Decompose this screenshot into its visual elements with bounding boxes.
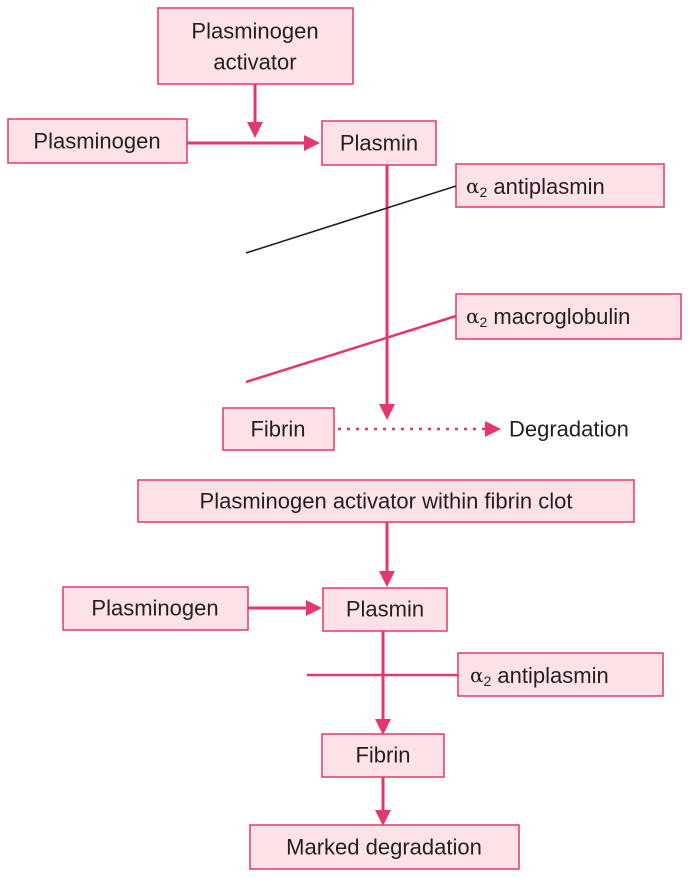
bottom-plasminogen-node: Plasminogen [62, 586, 249, 631]
top-antiplasmin-text: antiplasmin [487, 174, 604, 199]
top-degradation-label: Degradation [509, 417, 629, 442]
top-activator-label-line2: activator [213, 50, 296, 75]
top-activator-arrow [247, 84, 263, 138]
bottom-antiplasmin-greek: α [470, 663, 484, 687]
top-plasmin-node: Plasmin [321, 120, 437, 166]
bottom-marked-degradation-node: Marked degradation [249, 824, 520, 870]
bottom-fibrin-node: Fibrin [321, 733, 445, 778]
top-plasminogen-activator-node: Plasminogen activator [157, 7, 354, 85]
top-macroglobulin-inhibition-line [245, 314, 457, 384]
top-plasminogen-node: Plasminogen [7, 118, 188, 164]
top-plasmin-to-fibrin-arrow [379, 165, 395, 420]
top-macroglobulin-text: macroglobulin [487, 304, 630, 329]
top-antiplasmin-label: α2 antiplasmin [466, 174, 605, 201]
bottom-antiplasmin-subscript: 2 [484, 673, 492, 689]
top-plasminogen-label: Plasminogen [33, 129, 160, 154]
bottom-marked-degradation-label: Marked degradation [286, 835, 482, 860]
bottom-plasminogen-to-plasmin-arrow [248, 600, 322, 616]
top-plasminogen-to-plasmin-arrow [187, 135, 320, 151]
top-macroglobulin-label: α2 macroglobulin [466, 304, 630, 331]
bottom-antiplasmin-node: α2 antiplasmin [457, 652, 664, 697]
top-antiplasmin-subscript: 2 [480, 184, 488, 200]
bottom-activator-label: Plasminogen activator within fibrin clot [200, 489, 573, 514]
top-macroglobulin-greek: α [466, 304, 480, 328]
top-fibrin-to-degradation-arrow [338, 421, 501, 437]
top-antiplasmin-greek: α [466, 174, 480, 198]
bottom-plasmin-to-fibrin-arrow [375, 631, 391, 735]
bottom-plasmin-node: Plasmin [322, 587, 448, 632]
top-antiplasmin-node: α2 antiplasmin [455, 163, 665, 208]
bottom-antiplasmin-text: antiplasmin [491, 663, 608, 688]
bottom-fibrin-to-degradation-arrow [375, 777, 391, 826]
bottom-plasminogen-activator-node: Plasminogen activator within fibrin clot [137, 479, 635, 523]
top-antiplasmin-inhibition-line [245, 185, 457, 254]
top-macroglobulin-subscript: 2 [480, 314, 488, 330]
bottom-plasmin-label: Plasmin [346, 597, 424, 622]
top-activator-label-line1: Plasminogen [191, 19, 318, 44]
top-macroglobulin-node: α2 macroglobulin [455, 293, 682, 340]
bottom-antiplasmin-label: α2 antiplasmin [470, 663, 609, 690]
bottom-fibrin-label: Fibrin [355, 743, 410, 768]
top-plasmin-label: Plasmin [340, 131, 418, 156]
top-fibrin-label: Fibrin [250, 417, 305, 442]
bottom-activator-to-plasmin-arrow [379, 522, 395, 587]
bottom-plasminogen-label: Plasminogen [91, 596, 218, 621]
top-fibrin-node: Fibrin [222, 407, 335, 451]
